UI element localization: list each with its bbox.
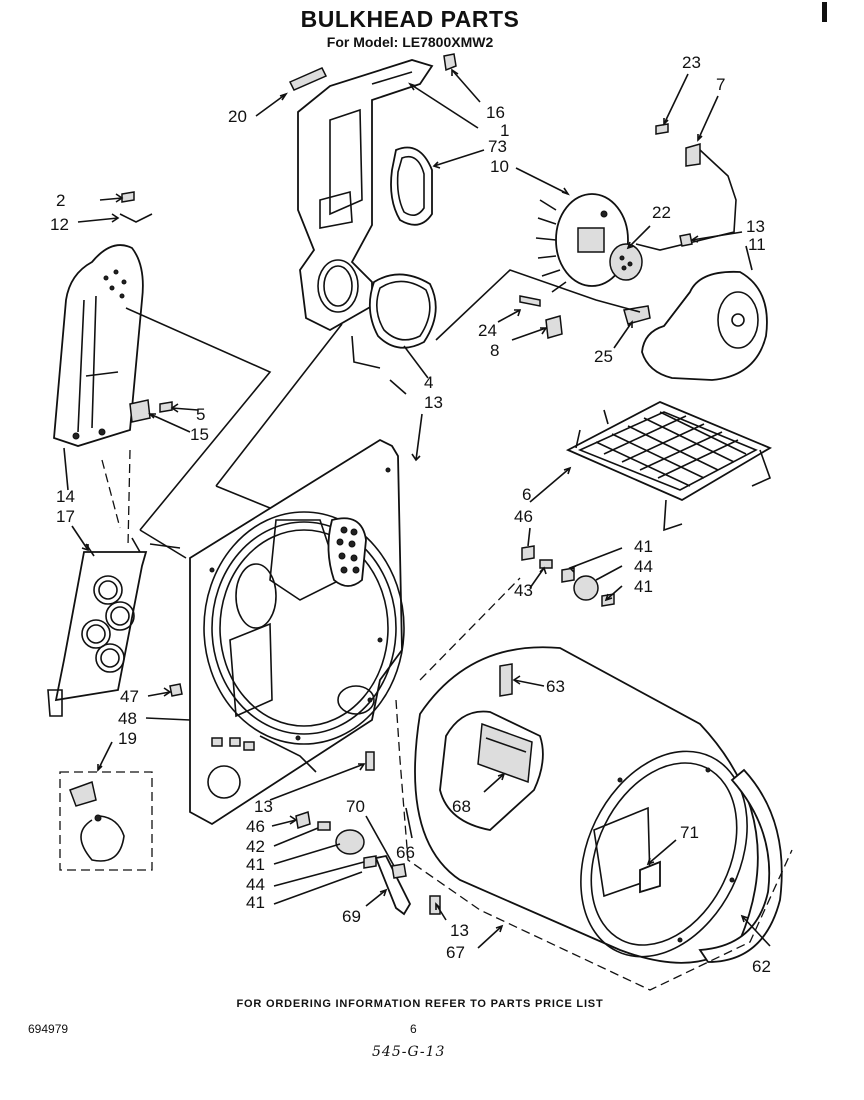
drum-seal-part-62 (698, 768, 783, 963)
callout-20: 20 (228, 107, 247, 126)
lint-screen-part-6 (565, 401, 773, 532)
callout-46-upper: 46 (514, 507, 533, 526)
pin-part-43 (539, 559, 553, 569)
screw-part-16 (443, 53, 457, 72)
callout-24: 24 (478, 321, 497, 340)
screw-part-13-bottom (429, 895, 441, 915)
washer-part-46-lower (295, 811, 311, 829)
heater-element-part-17 (47, 537, 148, 717)
bearing-part-44-upper (573, 575, 599, 601)
screw-part-5 (159, 401, 173, 413)
page-edge-mark (822, 2, 827, 22)
document-number: 694979 (28, 1022, 69, 1036)
callout-6: 6 (522, 485, 531, 504)
callout-42: 42 (246, 837, 265, 856)
duct-gasket-73 (390, 146, 433, 226)
leader-lines (63, 68, 771, 949)
callout-68: 68 (452, 797, 471, 816)
page-title: BULKHEAD PARTS (300, 6, 520, 32)
seal-ring-4 (368, 273, 437, 349)
blower-housing-part-11 (641, 270, 768, 381)
model-subtitle: For Model: LE7800XMW2 (326, 34, 494, 50)
clip-part-12 (119, 213, 153, 223)
callout-47: 47 (120, 687, 139, 706)
bracket-part-7 (685, 143, 701, 167)
screw-part-13-lower (365, 751, 375, 771)
callout-41-upper: 41 (634, 537, 653, 556)
page-number: 6 (410, 1022, 417, 1036)
callout-15: 15 (190, 425, 209, 444)
callout-13-lower: 13 (254, 797, 273, 816)
callout-7: 7 (716, 75, 725, 94)
callout-14: 14 (56, 487, 75, 506)
callout-69: 69 (342, 907, 361, 926)
callout-2: 2 (56, 191, 65, 210)
callout-41-bottom: 41 (246, 893, 265, 912)
callout-48: 48 (118, 709, 137, 728)
callout-10: 10 (490, 157, 509, 176)
callout-5: 5 (196, 405, 205, 424)
callout-11: 11 (748, 235, 766, 254)
drum-baffle-part-68 (439, 710, 544, 831)
callout-19: 19 (118, 729, 137, 748)
tag-part-71 (639, 860, 661, 894)
screw-part-23 (655, 123, 669, 135)
ordering-note: FOR ORDERING INFORMATION REFER TO PARTS … (236, 998, 604, 1010)
washer-part-46-upper (521, 545, 535, 561)
blower-seal-part-22 (609, 243, 643, 281)
clip-part-41-lower (363, 855, 377, 869)
bulkhead-duct-part (297, 59, 434, 332)
callout-41-mid: 41 (634, 577, 653, 596)
callout-44-upper: 44 (634, 557, 653, 576)
bracket-part-15 (129, 399, 151, 423)
callout-13-right: 13 (746, 217, 765, 236)
screw-part-63 (499, 663, 513, 697)
bearing-part-42 (317, 821, 331, 831)
blower-wheel-part-10 (535, 193, 629, 293)
callout-13-bottom: 13 (450, 921, 469, 940)
callout-8: 8 (490, 341, 499, 360)
callout-43: 43 (514, 581, 533, 600)
callout-41-lower: 41 (246, 855, 265, 874)
callout-1: 1 (500, 121, 509, 140)
callout-67: 67 (446, 943, 465, 962)
callout-22: 22 (652, 203, 671, 222)
nut-part-47 (169, 683, 183, 697)
callout-66: 66 (396, 843, 415, 862)
callout-44-lower: 44 (246, 875, 265, 894)
callout-12: 12 (50, 215, 69, 234)
lint-grille-on-panel (327, 517, 367, 587)
callout-73: 73 (488, 137, 507, 156)
handwritten-note: 545-G-13 (372, 1044, 446, 1060)
callout-17: 17 (56, 507, 75, 526)
callout-63: 63 (546, 677, 565, 696)
callout-71: 71 (680, 823, 699, 842)
screw-part-13-right (679, 233, 693, 247)
callout-70: 70 (346, 797, 365, 816)
callout-46-lower: 46 (246, 817, 265, 836)
bracket-part-69 (374, 854, 412, 916)
screw-part-2 (121, 191, 135, 203)
callout-13-upper: 13 (424, 393, 443, 412)
nut-part-70 (391, 863, 407, 879)
callout-16: 16 (486, 103, 505, 122)
callout-25: 25 (594, 347, 613, 366)
screw-part-24 (519, 295, 541, 307)
harness-inset-part-19 (59, 771, 153, 871)
nut-part-8 (545, 315, 563, 339)
callout-4: 4 (424, 373, 433, 392)
heater-duct-part-14 (53, 244, 144, 447)
bearing-part-44-lower (335, 829, 365, 855)
clip-part-20 (288, 67, 328, 91)
callout-62: 62 (752, 957, 771, 976)
callout-23: 23 (682, 53, 701, 72)
clip-part-25 (623, 305, 651, 325)
